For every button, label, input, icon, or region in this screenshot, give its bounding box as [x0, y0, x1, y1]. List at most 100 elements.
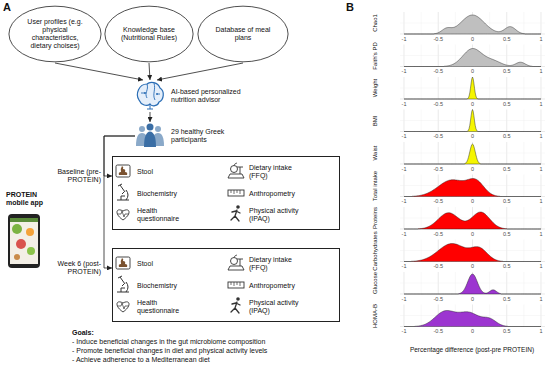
density-ridge [404, 49, 541, 67]
axis-title: Percentage difference (post-pre PROTEIN) [410, 346, 534, 353]
facet-label: Total intake [372, 170, 379, 200]
tick-label: 0 [471, 133, 474, 139]
ridge-facet [400, 77, 545, 99]
tick-label: 0.5 [503, 231, 511, 237]
density-ridge [404, 212, 541, 229]
facet-label: Chao1 [372, 14, 379, 32]
measurement-label: Biochemistry [137, 282, 199, 290]
goal-item: - Promote beneficial changes in diet and… [72, 347, 267, 355]
mobile-app-photo [8, 214, 40, 268]
connector-arrow [149, 63, 150, 80]
measurement-icons [228, 163, 244, 178]
tick-label: -1 [402, 101, 407, 107]
app-label: PROTEIN mobile app [6, 191, 50, 207]
tick-label: 0.5 [503, 198, 511, 204]
brain-icon [156, 93, 158, 95]
tick-label: -1 [402, 166, 407, 172]
brain-icon [147, 104, 153, 109]
tick-label: -0.5 [434, 198, 443, 204]
density-ridge [404, 244, 541, 262]
facet-label: HOMA-B [372, 304, 379, 328]
mobile-app-photo [8, 214, 40, 268]
tick-label: 0.5 [503, 263, 511, 269]
people-icon [144, 132, 156, 148]
facet-label: Waist [372, 146, 379, 161]
measurement-icons [228, 255, 244, 270]
ellipse-outline [198, 6, 288, 62]
brain-icon [141, 83, 160, 100]
mobile-app-photo [12, 224, 22, 234]
tick-label: -1 [402, 231, 407, 237]
tick-label: -0.5 [434, 36, 443, 42]
ridge-facet [400, 12, 545, 34]
tick-label: 0 [471, 231, 474, 237]
density-ridge [404, 311, 541, 327]
measurement-icons [116, 165, 130, 177]
people-icon [155, 126, 161, 132]
mobile-app-photo [27, 247, 35, 255]
measurement-icons [228, 190, 244, 196]
facet-label: Faith's PD [372, 42, 379, 70]
measurement-label: Stool [137, 260, 199, 268]
tick-label: 0.5 [503, 296, 511, 302]
ridge-facet [400, 240, 545, 262]
measurement-icons [117, 210, 129, 220]
tick-label: 1 [539, 198, 542, 204]
ridge-facet [400, 142, 545, 164]
goals-heading: Goals: [72, 329, 94, 337]
mobile-app-photo [14, 254, 20, 260]
brain-icon [137, 82, 163, 105]
measurement-label: Health questionnaire [137, 299, 199, 315]
timepoint-box: Week 6 (post-PROTEIN)StoolDietary intake… [112, 248, 340, 322]
panel-letter: B [346, 1, 354, 14]
tick-label: 1 [539, 68, 542, 74]
measurement-label: Health questionnaire [137, 207, 199, 223]
tick-label: -0.5 [434, 133, 443, 139]
tick-label: -1 [402, 296, 407, 302]
ridge-facet [400, 175, 545, 197]
measurement-icons [117, 184, 129, 200]
measurement-icons [117, 276, 129, 292]
measurement-label: Stool [137, 168, 199, 176]
measurement-icons [228, 282, 244, 288]
ridge-facet [400, 207, 545, 229]
goal-item: - Achieve adherence to a Mediterranean d… [72, 356, 210, 364]
connector-arrow [157, 63, 243, 80]
density-ridge [404, 15, 541, 34]
input-ellipse: User profiles (e.g. physical characteris… [8, 5, 102, 63]
people-icon [139, 126, 145, 132]
tick-label: 1 [539, 36, 542, 42]
participants-label: 29 healthy Greek participants [171, 128, 245, 144]
tick-label: 1 [539, 166, 542, 172]
tick-label: -1 [402, 133, 407, 139]
mobile-app-photo [26, 228, 34, 236]
tick-label: 0.5 [503, 166, 511, 172]
tick-label: -0.5 [434, 296, 443, 302]
tick-label: -1 [402, 328, 407, 334]
facet-label: Glucose [372, 272, 379, 294]
facet-label: Weight [372, 79, 379, 98]
measurement-label: Anthropometry [249, 282, 311, 290]
tick-label: 0.5 [503, 36, 511, 42]
tick-label: 0 [471, 296, 474, 302]
measurement-label: Anthropometry [249, 190, 311, 198]
tick-label: -0.5 [434, 328, 443, 334]
ridge-facet [400, 305, 545, 327]
density-ridge [404, 179, 541, 197]
facet-label: Proteins [372, 207, 379, 229]
measurement-icons [116, 163, 244, 313]
tick-label: 0 [471, 166, 474, 172]
ellipse-outline [9, 6, 101, 62]
measurement-label: Physical activity (IPAQ) [249, 207, 311, 223]
measurement-label: Biochemistry [137, 190, 199, 198]
tick-label: 0 [471, 328, 474, 334]
tick-label: 0.5 [503, 328, 511, 334]
tick-label: 0.5 [503, 101, 511, 107]
tick-label: -1 [402, 36, 407, 42]
ellipse-text: Knowledge base (Nutritional Rules) [117, 26, 182, 42]
tick-label: 0 [471, 101, 474, 107]
tick-label: 1 [539, 296, 542, 302]
goal-item: - Induce beneficial changes in the gut m… [72, 338, 265, 346]
